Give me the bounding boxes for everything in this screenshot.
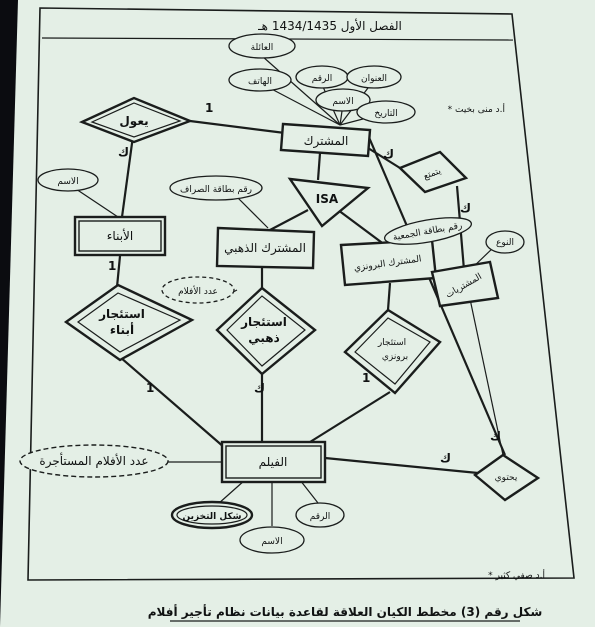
card-supports-sub: 1 <box>205 101 213 115</box>
entity-gold: المشترك الذهبي <box>215 226 316 270</box>
line-isa-gold <box>269 209 309 231</box>
rel-gold-rental-label-2: ذهبي <box>248 331 280 345</box>
corner-note: * أ.د منى بخيت <box>448 103 505 115</box>
attr-rented-count-label: عدد الأفلام المستأجرة <box>39 452 148 469</box>
attr-card-number-label: رقم بطاقة الصراف <box>180 185 252 195</box>
line-child-rental-film <box>119 356 226 449</box>
attr-child-name-label: الاسم <box>57 177 78 187</box>
rel-child-rental-label: استئجار <box>98 307 145 321</box>
isa-label: ISA <box>316 192 339 206</box>
attr-discount-label: النوع <box>496 238 514 248</box>
rel-child-rental: استئجار أبناء <box>63 283 195 362</box>
card-child-rental-bottom: 1 <box>146 381 154 395</box>
rel-supports-label: يعول <box>119 114 148 129</box>
rel-contains-label: يحتوي <box>495 473 518 483</box>
attr-line-storage <box>217 479 246 505</box>
card-bronze-rental-bottom: 1 <box>362 371 370 385</box>
attr-film-name: الاسم <box>239 526 305 554</box>
rel-bronze-rental: استئجار برونزي <box>343 308 442 395</box>
attr-film-name-label: الاسم <box>261 537 282 547</box>
card-gold-rental-bottom: ك <box>254 381 265 395</box>
entity-bronze: المشترك البرونزي <box>339 238 438 287</box>
line-sub-isa <box>316 152 322 181</box>
attr-address-label: العنوان <box>361 74 387 84</box>
line-discount-contains <box>465 279 504 456</box>
isa-triangle: ISA <box>287 177 371 228</box>
attr-bronze: رقم بطاقة الجمعية <box>383 217 473 245</box>
attr-child-name: الاسم <box>37 168 99 192</box>
attr-name: الاسم <box>315 88 371 112</box>
card-enjoys-sub: ك <box>383 147 394 161</box>
attr-number-label: الرقم <box>312 74 333 84</box>
line-isa-bronze <box>337 209 386 246</box>
figure-caption: شكل رقم (3) مخطط الكيان العلاقة لقاعدة ب… <box>148 604 543 620</box>
card-child-rental-top: 1 <box>108 259 116 273</box>
attr-film-number-label: الرقم <box>310 512 331 522</box>
line-bronze-rental-film <box>309 391 391 443</box>
attr-rented-count: عدد الأفلام المستأجرة <box>19 444 169 478</box>
entity-subscriber-label: المشترك <box>304 134 349 149</box>
rel-bronze-rental-label-2: برونزي <box>382 352 408 362</box>
attr-film-number: الرقم <box>295 502 345 528</box>
entity-gold-label: المشترك الذهبي <box>224 241 306 256</box>
attr-line-phone <box>261 83 341 126</box>
attr-family: العائلة <box>228 33 296 59</box>
attr-line-child-name <box>72 186 119 218</box>
attr-date-label: التاريخ <box>374 109 397 119</box>
line-sub-enjoys <box>367 147 401 169</box>
rel-supports: يعول <box>78 96 194 144</box>
attr-phone: الهاتف <box>228 68 292 92</box>
rel-gold-rental: استئجار ذهبي <box>215 286 317 376</box>
entity-subscriber: المشترك <box>279 122 372 158</box>
rel-enjoys: يتمتع <box>397 150 469 194</box>
line-children-rental <box>115 255 122 288</box>
page-frame <box>27 7 575 581</box>
entity-film: الفيلم <box>220 440 327 484</box>
attr-phone-label: الهاتف <box>248 77 272 87</box>
attr-family-label: العائلة <box>251 43 274 53</box>
card-enjoys-disc: ك <box>460 201 471 215</box>
rel-child-rental-label-2: أبناء <box>110 322 134 337</box>
card-contains-top: ك <box>490 429 501 443</box>
line-bronze-rental <box>386 282 392 311</box>
attr-storage-label: شكل التخزين <box>183 512 242 522</box>
line-supports-subscriber <box>189 119 286 135</box>
rel-contains: يحتوي <box>473 453 541 502</box>
attr-address: العنوان <box>346 65 402 89</box>
header-title: الفصل الأول 1434/1435 هـ <box>257 18 402 34</box>
line-supports-children <box>120 135 135 218</box>
rel-bronze-rental-label: استئجار <box>377 338 406 348</box>
attr-line-film-number <box>299 479 319 504</box>
entity-children-label: الأبناء <box>107 228 133 243</box>
attr-line-family <box>261 55 341 126</box>
entity-discounts: المشتريات <box>430 260 500 308</box>
attr-films-count-label: عدد الأفلام <box>178 285 218 297</box>
attr-storage: شكل التخزين <box>170 500 254 530</box>
attr-date: التاريخ <box>356 100 416 124</box>
rel-gold-rental-label: استئجار <box>240 315 287 329</box>
line-contains-film <box>324 456 479 475</box>
card-supports-child: ك <box>118 145 129 159</box>
card-contains-film: ك <box>440 451 451 465</box>
attr-card-number: رقم بطاقة الصراف <box>169 175 263 201</box>
attr-films-count: عدد الأفلام <box>161 276 235 304</box>
entity-film-label: الفيلم <box>259 455 288 469</box>
footer-note: * أ.د صفي كثير <box>488 569 545 581</box>
attr-number: الرقم <box>295 65 349 89</box>
entity-children: الأبناء <box>73 215 167 257</box>
attr-name-label: الاسم <box>332 97 353 107</box>
attr-discount: النوع <box>485 230 525 254</box>
